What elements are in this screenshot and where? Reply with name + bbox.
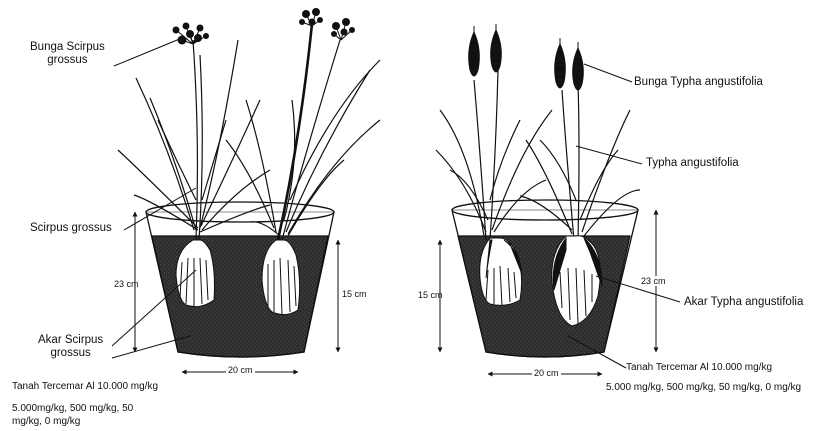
label-bunga-typha: Bunga Typha angustifolia bbox=[634, 76, 763, 89]
left-soil-note-line3: mg/kg, 0 mg/kg bbox=[12, 415, 80, 428]
typha-flower-right bbox=[555, 38, 584, 90]
right-soil-note-line2: 5.000 mg/kg, 500 mg/kg, 50 mg/kg, 0 mg/k… bbox=[606, 381, 801, 394]
label-akar-typha: Akar Typha angustifolia bbox=[684, 296, 803, 309]
left-pot bbox=[146, 202, 334, 357]
scirpus-flower-right bbox=[300, 9, 355, 41]
right-dim-height-soil: 15 cm bbox=[418, 290, 443, 300]
label-akar-scirpus: Akar Scirpus grossus bbox=[38, 334, 103, 360]
right-dim-height-outer: 23 cm bbox=[640, 276, 667, 286]
left-dim-height-outer: 23 cm bbox=[114, 279, 139, 289]
label-akar-scirpus-line1: Akar Scirpus bbox=[38, 334, 103, 347]
left-dim-width: 20 cm bbox=[226, 365, 255, 375]
right-dim-width: 20 cm bbox=[532, 368, 561, 378]
left-soil-note-line2: 5.000mg/kg, 500 mg/kg, 50 bbox=[12, 402, 133, 415]
right-soil-note-line1: Tanah Tercemar Al 10.000 mg/kg bbox=[626, 361, 772, 374]
label-typha-angustifolia: Typha angustifolia bbox=[646, 157, 739, 170]
label-bunga-scirpus-line1: Bunga Scirpus bbox=[30, 41, 105, 54]
label-scirpus-grossus: Scirpus grossus bbox=[30, 222, 112, 235]
label-akar-scirpus-line2: grossus bbox=[38, 347, 103, 360]
label-bunga-scirpus-line2: grossus bbox=[30, 54, 105, 67]
label-bunga-scirpus: Bunga Scirpus grossus bbox=[30, 41, 105, 67]
left-soil-note-line1: Tanah Tercemar Al 10.000 mg/kg bbox=[12, 380, 158, 393]
scirpus-flower-left bbox=[173, 23, 209, 44]
scirpus-root-2 bbox=[262, 240, 300, 315]
typha-flower-left bbox=[469, 24, 502, 76]
left-dim-height-soil: 15 cm bbox=[342, 289, 367, 299]
